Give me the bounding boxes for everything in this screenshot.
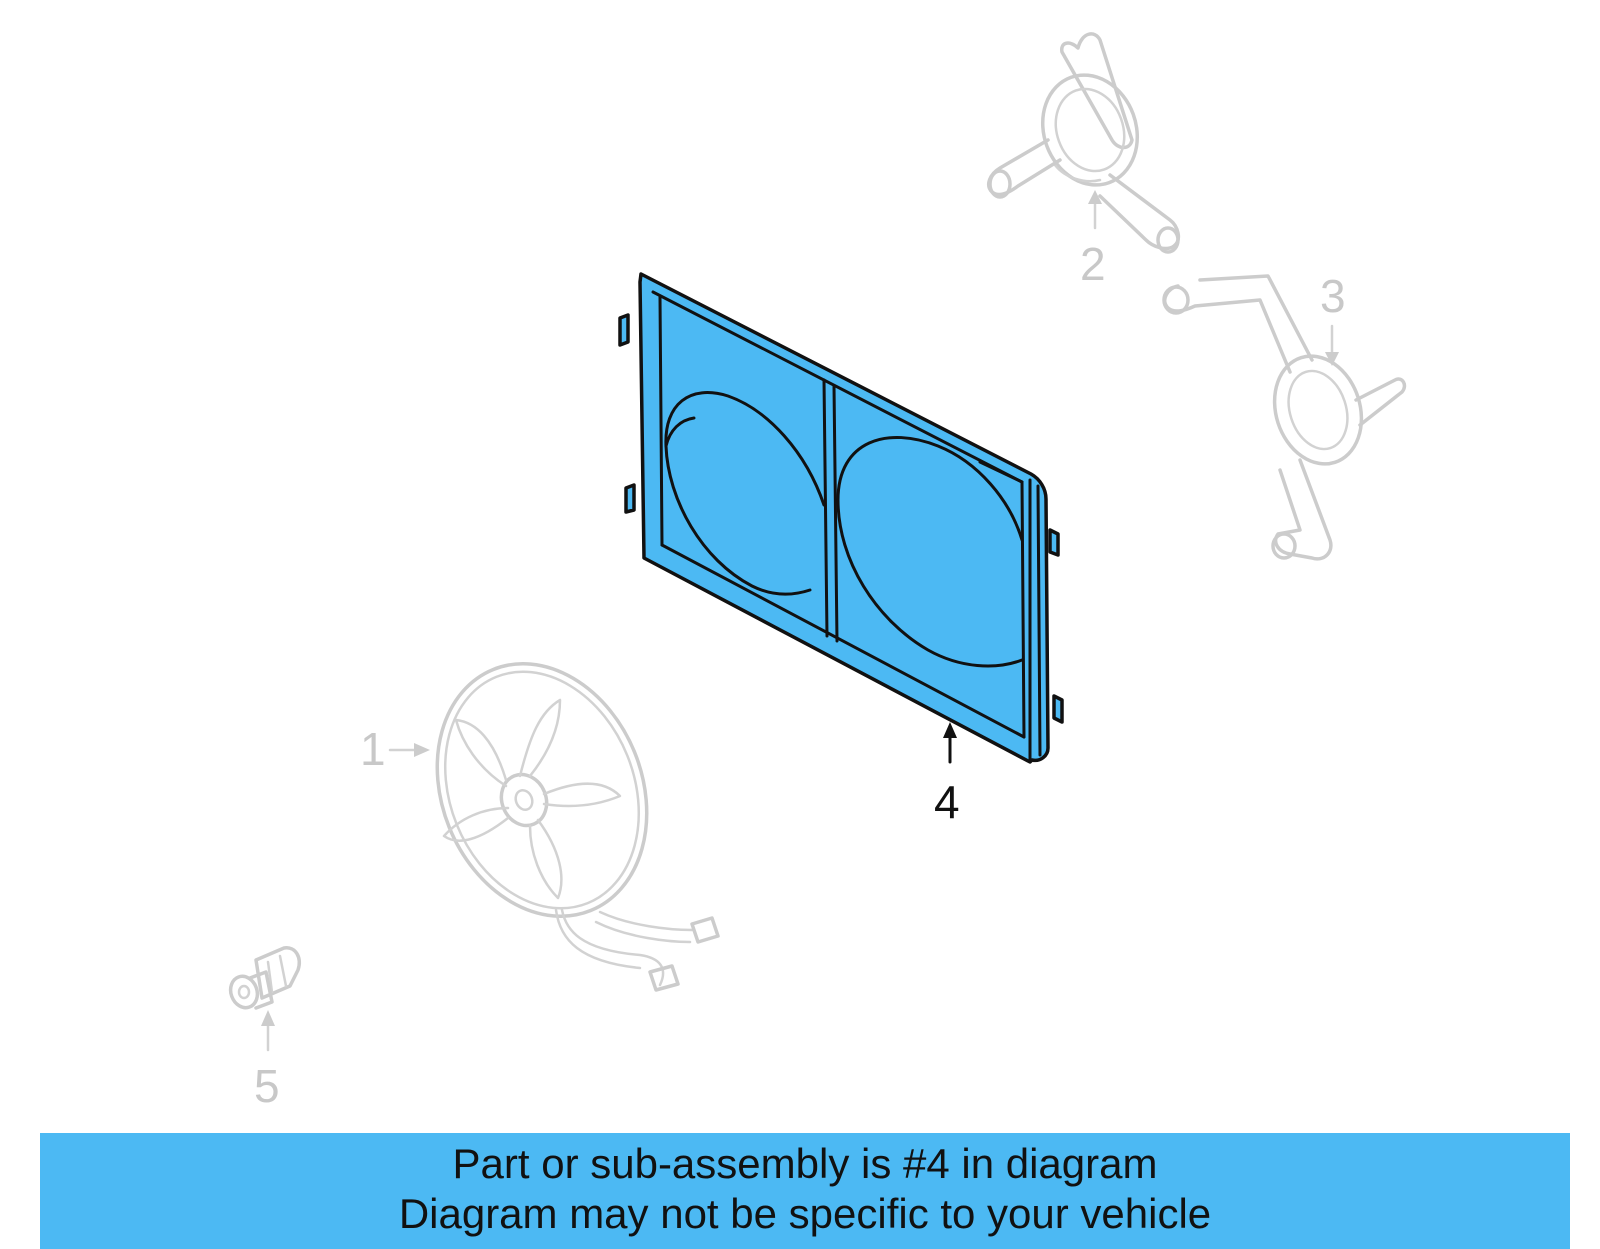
upper-bracket-part[interactable] (987, 32, 1181, 254)
banner-line-part-number: Part or sub-assembly is #4 in diagram (452, 1140, 1158, 1187)
callout-5: 5 (254, 1010, 280, 1112)
callout-2: 2 (1080, 190, 1106, 290)
banner-line-disclaimer: Diagram may not be specific to your vehi… (398, 1190, 1212, 1237)
callout-label-3: 3 (1320, 270, 1346, 322)
callout-4: 4 (934, 722, 960, 828)
callout-label-1: 1 (360, 723, 386, 775)
callout-label-4: 4 (934, 776, 960, 828)
callout-1: 1 (360, 723, 430, 775)
callout-3: 3 (1320, 270, 1346, 366)
callout-label-5: 5 (254, 1060, 280, 1112)
cooling-fan-part[interactable] (401, 632, 720, 992)
temperature-switch-part[interactable] (226, 946, 301, 1012)
fan-shroud-part[interactable] (618, 272, 1064, 764)
diagram-note-banner: Part or sub-assembly is #4 in diagram Di… (40, 1133, 1570, 1249)
callout-label-2: 2 (1080, 238, 1106, 290)
lower-bracket-part[interactable] (1162, 274, 1407, 561)
